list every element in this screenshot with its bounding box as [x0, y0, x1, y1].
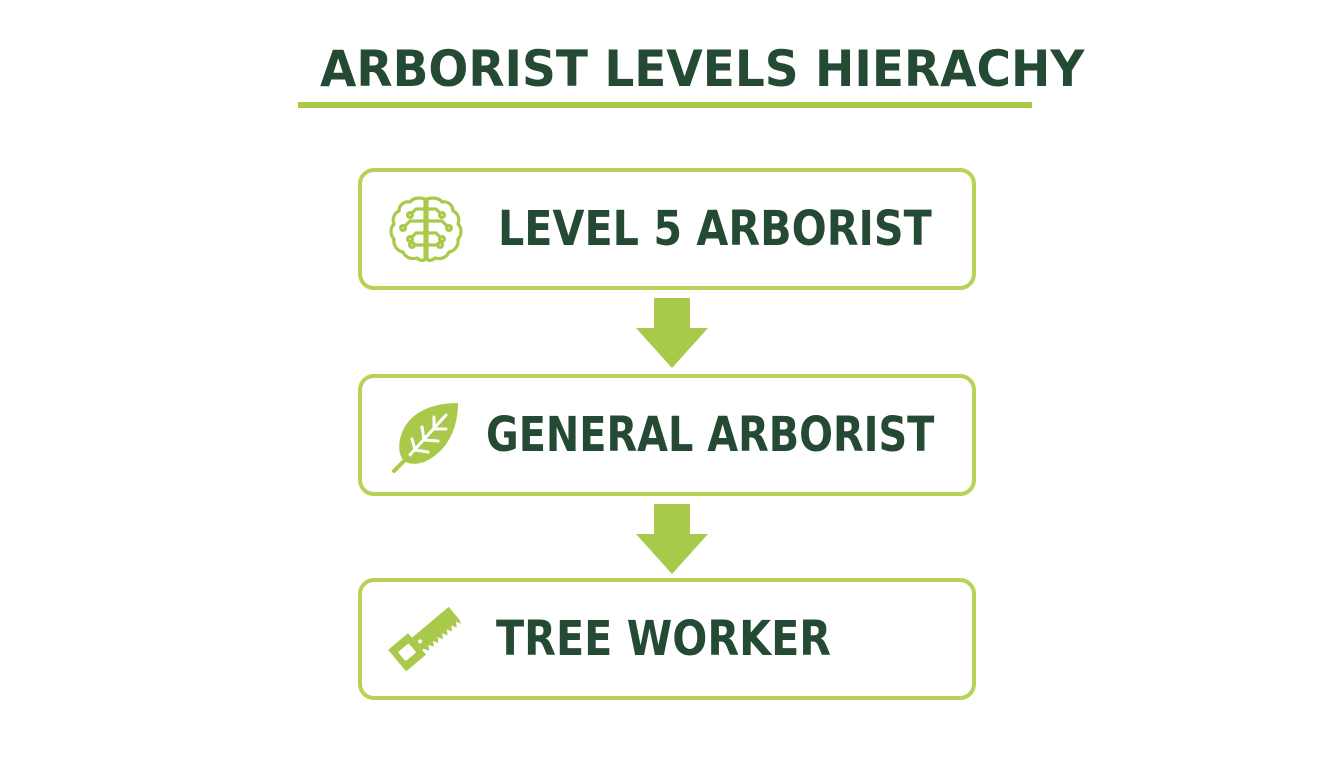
level-label: GENERAL ARBORIST [486, 407, 935, 463]
arrow-down-icon [636, 504, 708, 574]
saw-icon [388, 606, 462, 672]
leaf-icon [392, 403, 458, 473]
level-box-general-arborist: GENERAL ARBORIST [358, 374, 976, 496]
level-label: TREE WORKER [496, 611, 832, 667]
arrow-down-icon [636, 298, 708, 368]
level-box-level-5-arborist: LEVEL 5 ARBORIST [358, 168, 976, 290]
brain-icon [389, 196, 463, 262]
diagram-title: ARBORIST LEVELS HIERACHY [320, 40, 1085, 98]
level-box-tree-worker: TREE WORKER [358, 578, 976, 700]
title-underline [298, 102, 1032, 108]
level-label: LEVEL 5 ARBORIST [498, 201, 932, 257]
